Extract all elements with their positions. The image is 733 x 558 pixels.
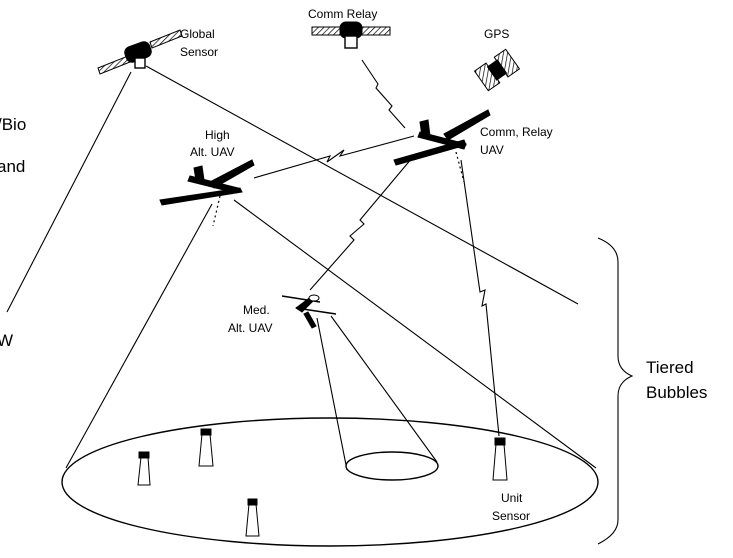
labels: Global Sensor Comm Relay GPS High Alt. U… — [180, 7, 707, 523]
global-sensor-label-line2: Sensor — [180, 45, 218, 59]
global-sensor-satellite-icon — [97, 29, 183, 75]
comm-relay-satellite-icon — [311, 21, 391, 49]
tiered-bubbles-bracket — [597, 237, 634, 545]
link-lines — [6, 59, 597, 471]
ground-sensor-1 — [137, 451, 151, 486]
high-alt-uav-icon — [159, 159, 255, 206]
comm-relay-satellite-label: Comm Relay — [308, 7, 377, 21]
sat-to-relay-uav-link — [361, 59, 406, 129]
comm-relay-uav-label-line1: Comm, Relay — [480, 125, 553, 139]
unit-sensor-label-line1: Unit — [501, 491, 523, 505]
med-alt-uav-label-line1: Med. — [243, 303, 270, 317]
global-sensor-label-line1: Global — [180, 27, 215, 41]
high-uav-cone-right — [233, 199, 597, 469]
high-uav-to-relay-uav-link — [253, 135, 415, 179]
high-uav-cone-left — [65, 203, 213, 469]
med-alt-uav-icon — [281, 294, 337, 329]
gps-satellite-icon — [473, 48, 521, 92]
tiered-bubbles-label-line2: Bubbles — [646, 383, 707, 402]
high-uav-dotted-line — [212, 195, 221, 227]
ground-sensor-3 — [245, 498, 260, 537]
med-uav-beam-right — [330, 315, 438, 463]
comm-relay-uav-label-line2: UAV — [480, 143, 504, 157]
med-uav-beam-left — [316, 317, 348, 471]
relay-uav-to-med-uav-link — [309, 157, 413, 291]
gps-label: GPS — [484, 27, 509, 41]
tiered-bubbles-label-line1: Tiered — [646, 358, 694, 377]
ground-coverage-ellipse — [61, 417, 599, 547]
cropped-text-bio: /Bio — [0, 115, 26, 134]
global-sensor-downlink — [6, 71, 132, 313]
cropped-text-and: and — [0, 157, 25, 176]
cropped-left-text: /Bio and W — [0, 115, 26, 350]
comm-relay-uav-icon — [393, 109, 491, 166]
relay-uav-dotted-line — [455, 151, 465, 183]
global-sensor-diagonal-line — [145, 65, 579, 305]
unit-sensor-label-line2: Sensor — [492, 509, 530, 523]
cropped-text-w: W — [0, 331, 13, 350]
high-alt-uav-label-line1: High — [205, 128, 230, 142]
high-alt-uav-label-line2: Alt. UAV — [190, 145, 234, 159]
unit-sensor — [492, 437, 508, 481]
relay-uav-to-unit-sensor-link — [460, 159, 500, 437]
med-uav-beam-footprint — [345, 451, 439, 481]
ground-sensor-2 — [198, 428, 214, 467]
med-alt-uav-label-line2: Alt. UAV — [228, 321, 272, 335]
